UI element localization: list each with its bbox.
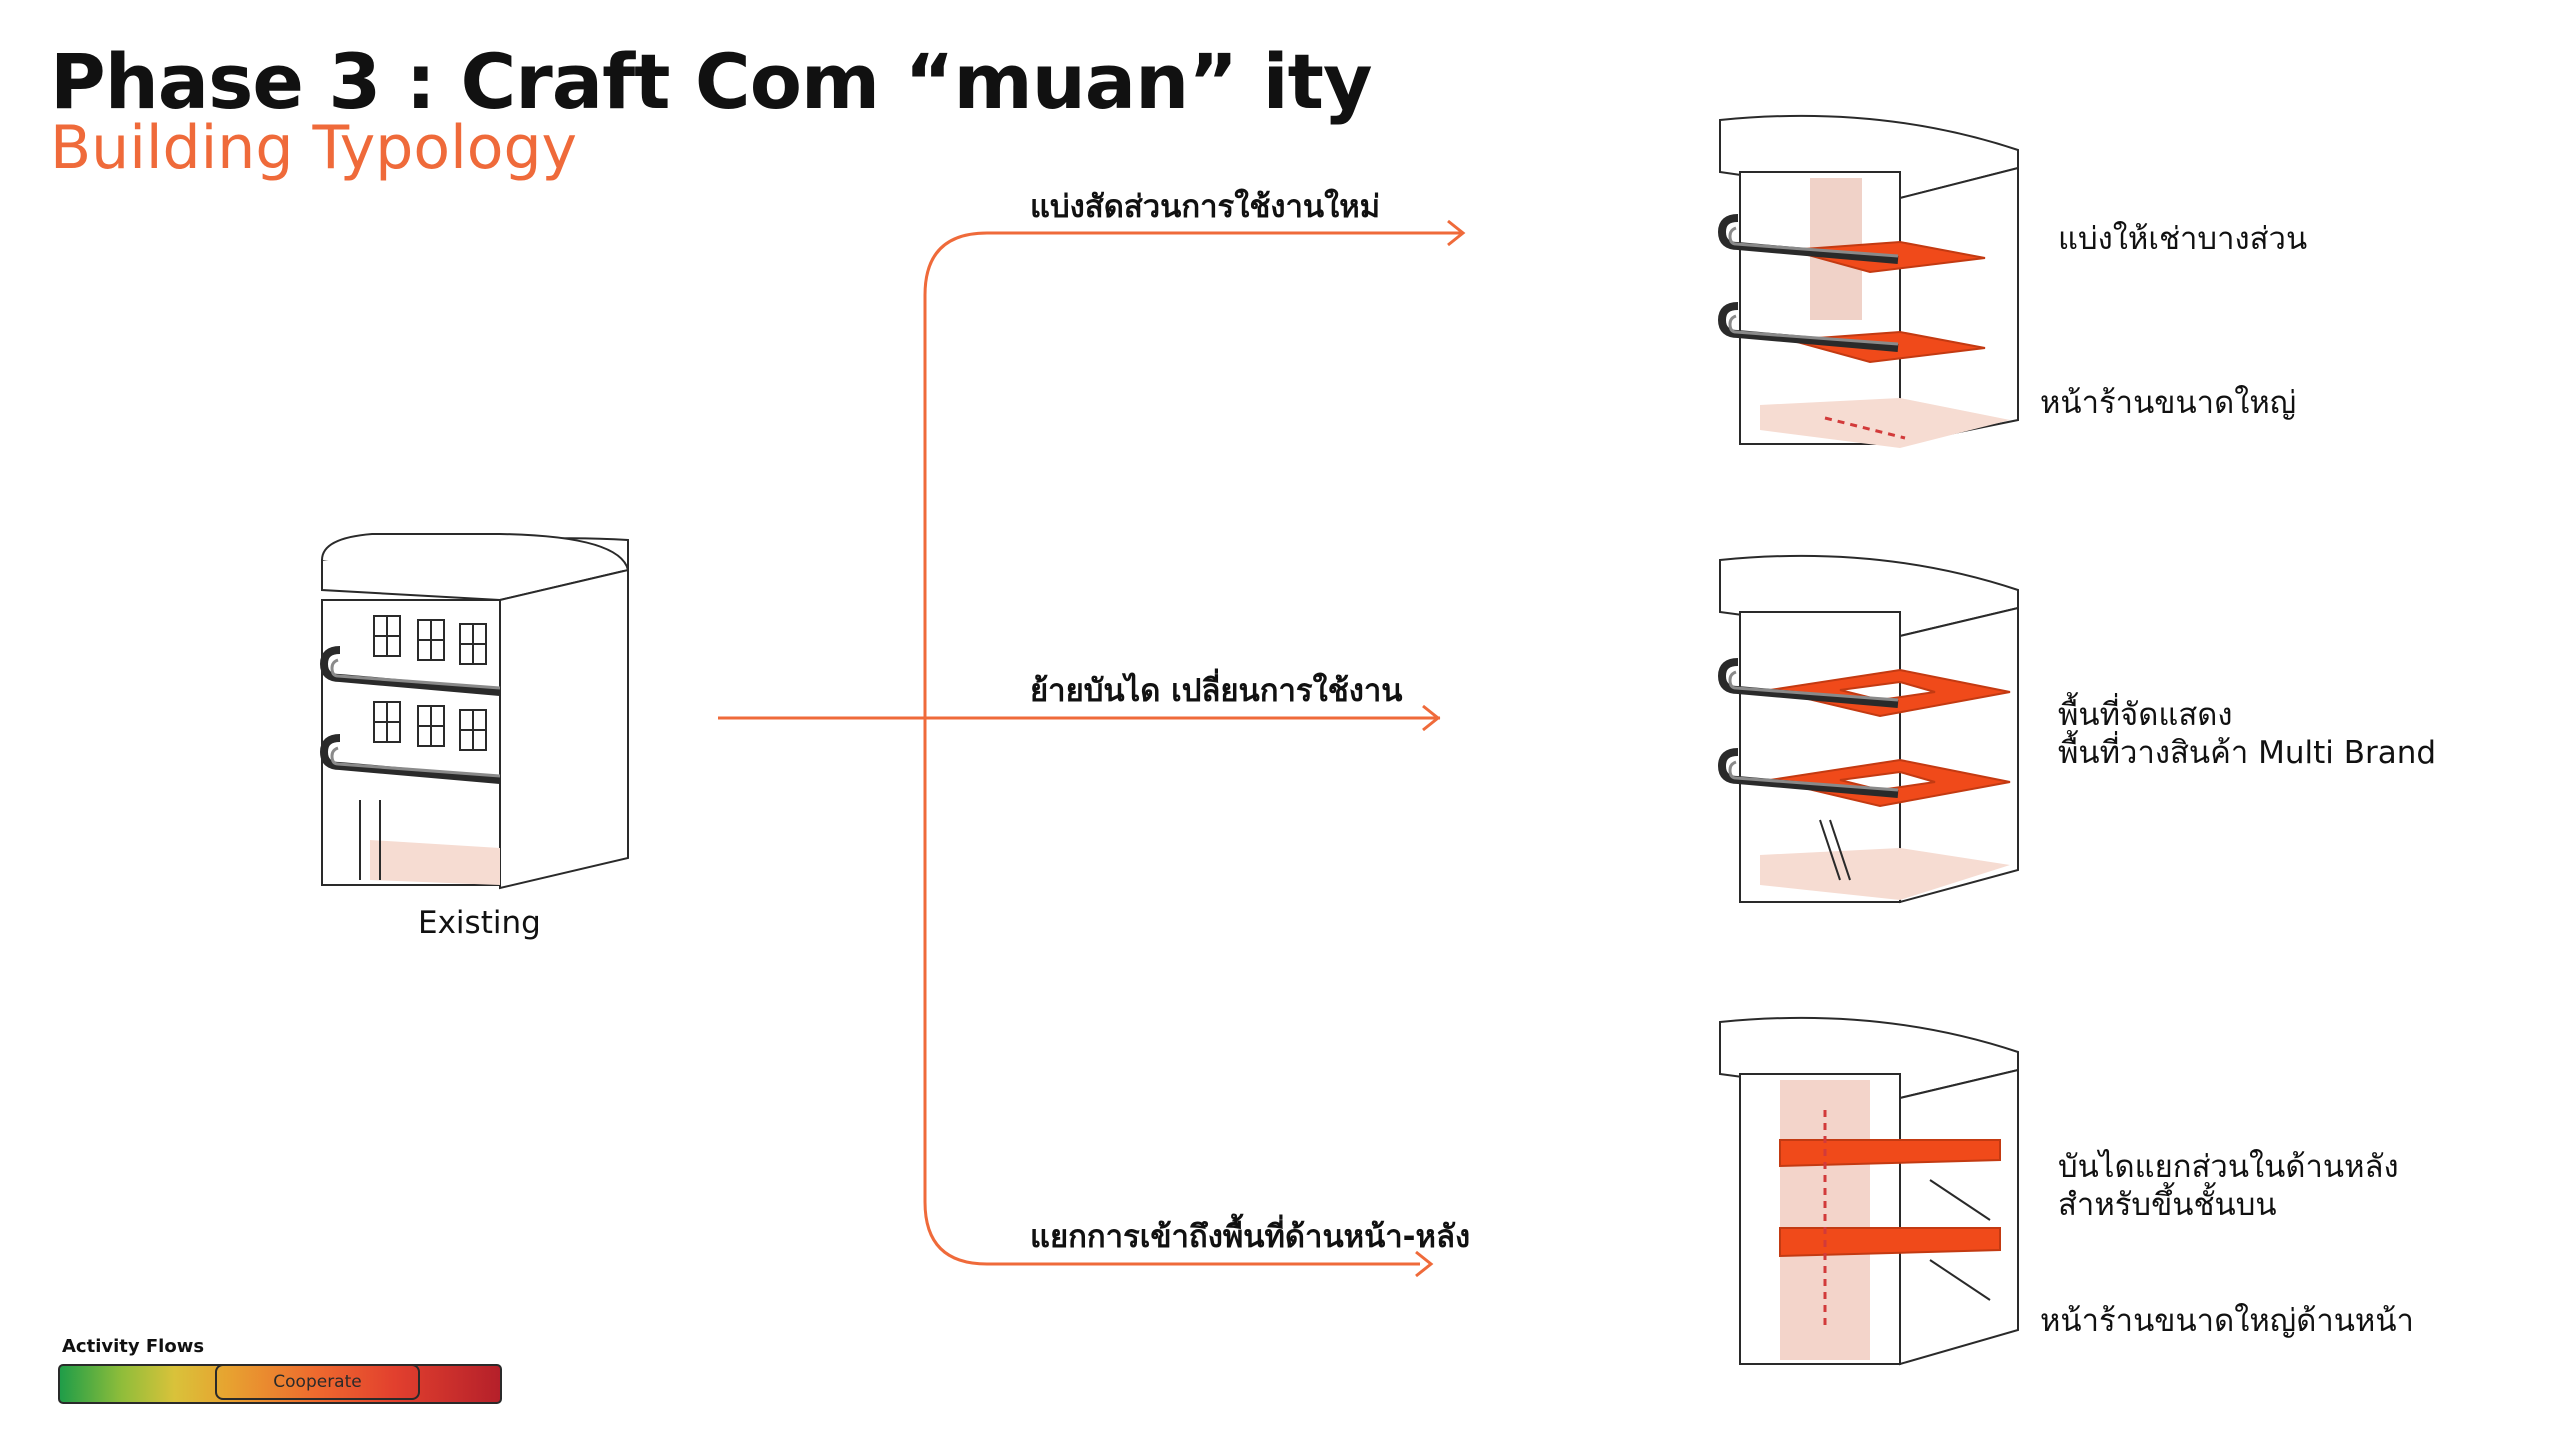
- arrowhead-bottom: [1415, 1250, 1434, 1278]
- note-2b: พื้นที่วางสินค้า Multi Brand: [2058, 735, 2437, 771]
- note-1b: หน้าร้านขนาดใหญ่: [2040, 385, 2297, 421]
- highlight-band-upper: [1779, 1139, 2001, 1168]
- note-3a: บันไดแยกส่วนในด้านหลัง: [2058, 1149, 2399, 1185]
- note-2a: พื้นที่จัดแสดง: [2058, 697, 2233, 733]
- legend-title: Activity Flows: [62, 1336, 205, 1357]
- page-subtitle: Building Typology: [50, 113, 578, 183]
- tint-wall-lower: [1810, 260, 1862, 320]
- dashed-arrow: [1824, 416, 1906, 440]
- branch-label-2: ย้ายบันได เปลี่ยนการใช้งาน: [1030, 673, 1403, 709]
- branch-label-1: แบ่งสัดส่วนการใช้งานใหม่: [1030, 189, 1381, 225]
- windows: [373, 615, 487, 751]
- legend-highlight-segment: Cooperate: [215, 1364, 420, 1400]
- branch-label-3: แยกการเข้าถึงพื้นที่ด้านหน้า-หลัง: [1030, 1219, 1471, 1255]
- arrowhead-middle: [1422, 704, 1441, 732]
- typology-building-1: [1720, 114, 2019, 448]
- flow-branch-top: [923, 231, 1462, 718]
- existing-label: Existing: [418, 905, 541, 941]
- typology-building-2: [1720, 554, 2019, 904]
- ground-tint: [1760, 848, 2010, 900]
- ground-tint: [1760, 398, 2010, 448]
- highlight-band-lower: [1779, 1227, 2001, 1258]
- arrowhead-top: [1447, 219, 1466, 247]
- existing-ground-tint: [370, 840, 500, 885]
- page-title: Phase 3 : Craft Com “muan” ity: [50, 37, 1373, 126]
- typology-building-3: [1719, 1016, 2019, 1366]
- note-1a: แบ่งให้เช่าบางส่วน: [2058, 221, 2308, 257]
- flow-branch-bottom: [923, 718, 1420, 1266]
- note-3b: สำหรับขึ้นชั้นบน: [2058, 1187, 2277, 1223]
- existing-building: [322, 533, 629, 890]
- flow-lines: [718, 219, 1466, 1278]
- note-3c: หน้าร้านขนาดใหญ่ด้านหน้า: [2040, 1303, 2414, 1339]
